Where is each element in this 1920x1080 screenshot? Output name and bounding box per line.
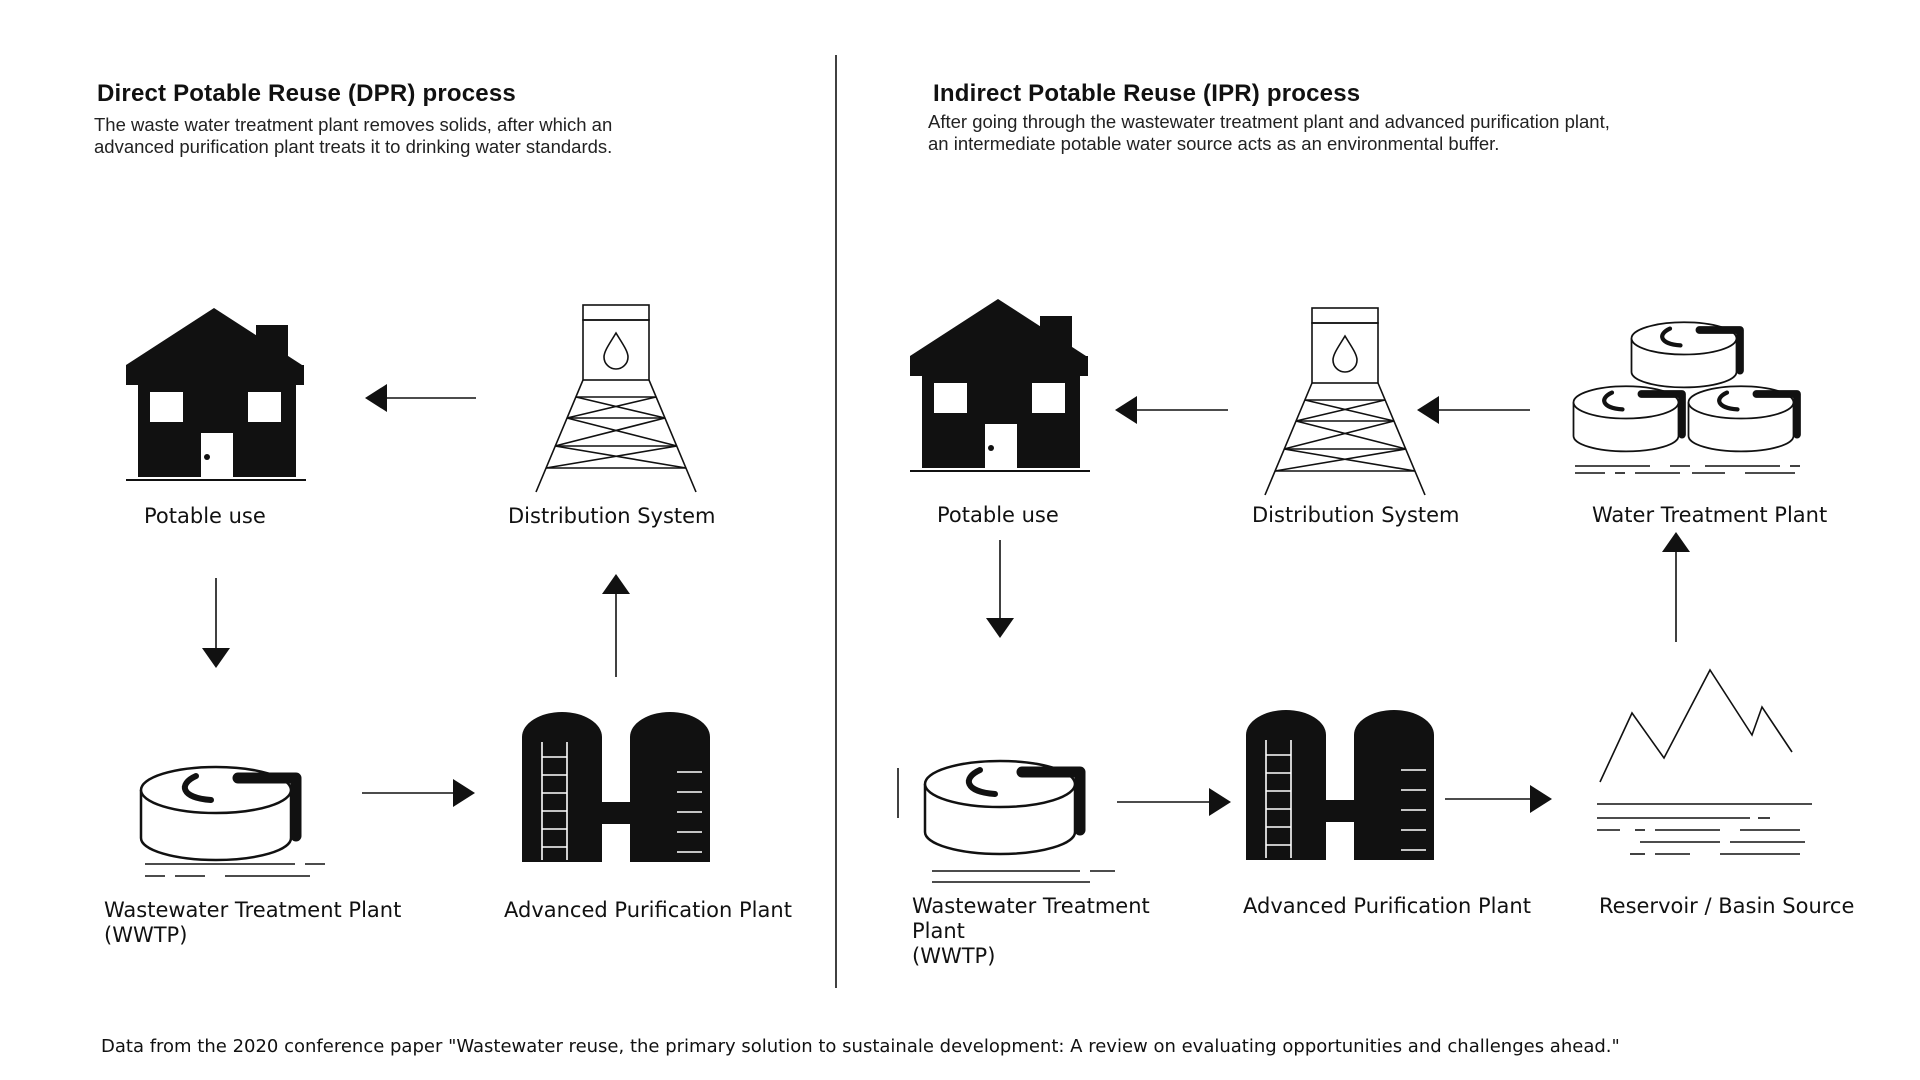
dpr-label-wwtp-line: (WWTP) — [104, 923, 401, 948]
water-tower-icon — [536, 305, 696, 492]
source-caption: Data from the 2020 conference paper "Was… — [101, 1036, 1620, 1057]
dpr-label-wwtp-line: Wastewater Treatment Plant — [104, 898, 401, 923]
ipr-label-advanced: Advanced Purification Plant — [1243, 894, 1531, 919]
purification-plant-icon — [522, 712, 710, 862]
house-icon — [126, 308, 306, 480]
ipr-label-distribution: Distribution System — [1252, 503, 1460, 528]
dpr-label-distribution: Distribution System — [508, 504, 716, 529]
arrow-advanced-to-reservoir — [1445, 785, 1552, 813]
water-tower-icon — [1265, 308, 1425, 495]
mountains-icon — [1597, 670, 1812, 854]
arrow-distribution-to-potable — [365, 384, 476, 412]
water-ripples-icon — [1575, 466, 1800, 473]
ipr-label-reservoir: Reservoir / Basin Source — [1599, 894, 1854, 919]
treatment-tank-icon — [141, 767, 296, 860]
ipr-label-wwtp: Wastewater Treatment Plant (WWTP) — [912, 894, 1150, 969]
arrow-wwtp-to-advanced — [362, 779, 475, 807]
arrow-potable-to-wwtp — [986, 540, 1014, 638]
ipr-label-water-treatment: Water Treatment Plant — [1592, 503, 1827, 528]
dpr-label-advanced: Advanced Purification Plant — [504, 898, 792, 923]
purification-plant-icon — [1246, 710, 1434, 860]
dpr-label-wwtp: Wastewater Treatment Plant (WWTP) — [104, 898, 401, 948]
house-icon — [910, 299, 1090, 471]
arrow-advanced-to-distribution — [602, 574, 630, 677]
dpr-label-potable-use: Potable use — [144, 504, 266, 529]
water-ripples-icon — [145, 864, 325, 876]
ipr-label-potable-use: Potable use — [937, 503, 1059, 528]
ipr-label-wwtp-line: (WWTP) — [912, 944, 1150, 969]
treatment-tank-icon — [925, 761, 1080, 854]
water-treatment-tanks-icon — [1574, 322, 1798, 451]
arrow-water-treatment-to-distribution — [1417, 396, 1530, 424]
arrow-reservoir-to-water-treatment — [1662, 532, 1690, 642]
ipr-label-wwtp-line: Wastewater Treatment — [912, 894, 1150, 919]
arrow-wwtp-to-advanced — [1117, 788, 1231, 816]
water-ripples-icon — [932, 871, 1115, 882]
arrow-potable-to-wwtp — [202, 578, 230, 668]
arrow-distribution-to-potable — [1115, 396, 1228, 424]
ipr-label-wwtp-line: Plant — [912, 919, 1150, 944]
